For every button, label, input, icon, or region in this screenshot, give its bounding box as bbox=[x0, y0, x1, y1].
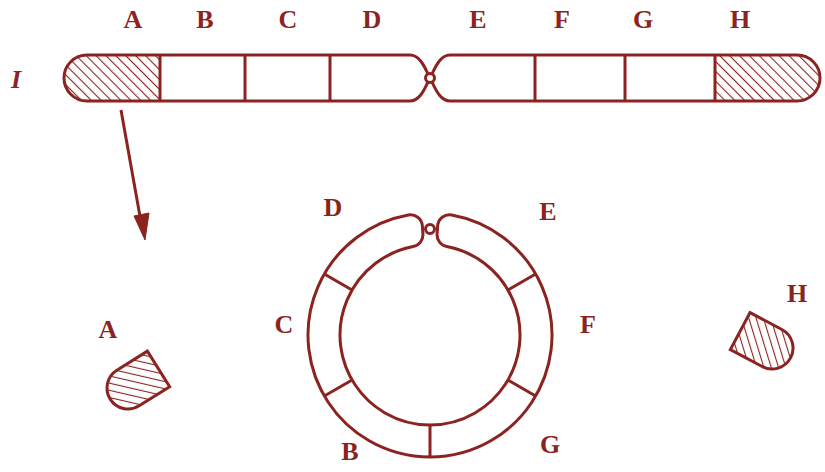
break-arrow bbox=[121, 110, 149, 240]
ring-segment-label: B bbox=[341, 439, 358, 465]
segment-label: D bbox=[363, 7, 382, 33]
ring-segment-label: D bbox=[324, 195, 343, 221]
segment-divider bbox=[508, 380, 536, 396]
ring-segment-label: E bbox=[539, 199, 556, 225]
ring-chromosome bbox=[308, 215, 552, 457]
segment-label: A bbox=[124, 7, 143, 33]
segment-label: H bbox=[730, 7, 750, 33]
segment-divider bbox=[508, 274, 536, 290]
segment-label: C bbox=[279, 7, 298, 33]
segment-label: F bbox=[554, 7, 570, 33]
fragment-a bbox=[99, 351, 170, 417]
segment-label: E bbox=[469, 7, 486, 33]
fragment-h bbox=[730, 313, 800, 377]
fragment-label: A bbox=[99, 317, 118, 343]
segment-divider bbox=[324, 380, 352, 396]
chromosome-number: I bbox=[11, 67, 21, 93]
ring-segment-label: F bbox=[580, 312, 596, 338]
segment-divider bbox=[324, 274, 352, 290]
ring-segment-label: G bbox=[540, 432, 560, 458]
segment-label: B bbox=[196, 7, 213, 33]
linear-chromosome bbox=[60, 50, 825, 106]
fragment-label: H bbox=[787, 281, 807, 307]
ring-band bbox=[308, 215, 552, 457]
ring-segment-label: C bbox=[275, 312, 294, 338]
centromere bbox=[426, 225, 435, 234]
segment-label: G bbox=[633, 7, 653, 33]
segment-divider bbox=[429, 425, 432, 457]
